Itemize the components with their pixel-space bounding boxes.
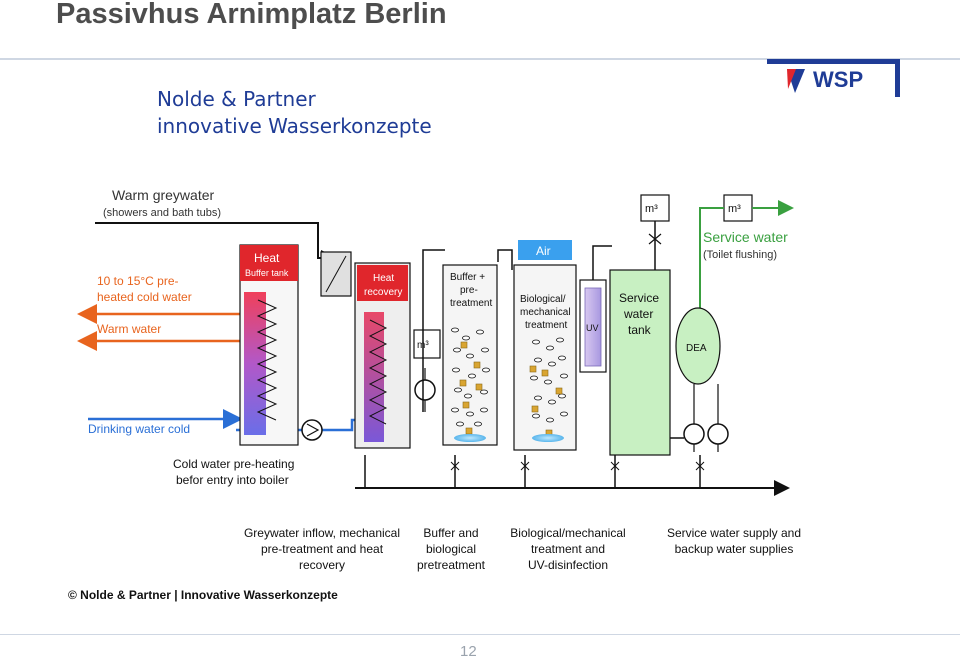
subtitle: Nolde & Partner innovative Wasserkonzept… xyxy=(157,86,432,140)
bio-label-3: treatment xyxy=(525,320,567,331)
bio-label-2: mechanical xyxy=(520,307,571,318)
stage-3-line-1: Biological/mechanical xyxy=(510,526,625,540)
page-number: 12 xyxy=(460,643,477,660)
buffer-label-2: pre- xyxy=(460,285,478,296)
pump-4-icon xyxy=(707,423,729,445)
stage-4-line-2: backup water supplies xyxy=(675,542,794,556)
logo-text: WSP xyxy=(813,67,863,92)
drain-risers xyxy=(364,455,701,488)
label-warm-greywater: Warm greywater xyxy=(112,187,215,203)
subtitle-line-2: innovative Wasserkonzepte xyxy=(157,114,432,138)
biological-tank xyxy=(513,264,577,451)
air-label: Air xyxy=(536,244,551,258)
heat-recovery-header xyxy=(357,265,408,301)
service-supply-line-a xyxy=(699,207,724,340)
label-preheated-1: 10 to 15°C pre- xyxy=(97,274,179,288)
stage-2-line-3: pretreatment xyxy=(417,558,486,572)
footer-copyright: © Nolde & Partner | Innovative Wasserkon… xyxy=(68,588,338,602)
heat-recovery-coil xyxy=(368,319,388,425)
bio-media xyxy=(530,337,568,423)
label-service-water: Service water xyxy=(703,229,788,245)
uv-lamp xyxy=(584,287,602,367)
stage-1-line-1: Greywater inflow, mechanical xyxy=(244,526,400,540)
meter-2-label: m³ xyxy=(645,203,658,215)
buffer-diffuser xyxy=(454,434,486,442)
subtitle-line-1: Nolde & Partner xyxy=(157,87,316,111)
meter-3 xyxy=(723,194,753,222)
label-cold-preheat-2: befor entry into boiler xyxy=(176,473,289,487)
label-drinking-water-cold: Drinking water cold xyxy=(88,422,190,436)
uv-label: UV xyxy=(586,323,599,333)
meter-1 xyxy=(413,329,441,359)
stage-3-line-3: UV-disinfection xyxy=(528,558,608,572)
uv-to-service-line xyxy=(592,245,612,280)
buffer-to-bio-line xyxy=(497,249,513,270)
heat-tank-coil xyxy=(256,299,278,421)
bio-diffuser xyxy=(532,434,564,442)
page-title: Passivhus Arnimplatz Berlin xyxy=(56,0,447,30)
footer-divider xyxy=(0,634,960,635)
label-preheated-2: heated cold water xyxy=(97,290,192,304)
buffer-feed-line xyxy=(422,249,445,412)
wsp-logo: WSP xyxy=(767,59,900,97)
stage-4-line-1: Service water supply and xyxy=(667,526,801,540)
bio-particles xyxy=(529,365,563,437)
bio-label-1: Biological/ xyxy=(520,294,566,305)
stage-1-line-2: pre-treatment and heat xyxy=(261,542,384,556)
pump-2-icon xyxy=(414,379,436,401)
heat-tank-gradient xyxy=(244,292,266,435)
stage-2-line-2: biological xyxy=(426,542,476,556)
buffer-label-3: treatment xyxy=(450,298,492,309)
heat-tank-label-2: Buffer tank xyxy=(245,268,289,278)
heat-recovery-label-1: Heat xyxy=(373,273,394,284)
heat-recovery-label-2: recovery xyxy=(364,287,402,298)
stage-2-line-1: Buffer and xyxy=(423,526,478,540)
service-tank-label-3: tank xyxy=(628,323,652,337)
buffer-particles xyxy=(459,341,483,435)
service-tank-label-2: water xyxy=(623,307,653,321)
air-box xyxy=(518,240,572,260)
service-water-tank xyxy=(609,269,671,456)
header-divider xyxy=(0,58,960,60)
buffer-media xyxy=(451,327,490,427)
label-greywater-sources: (showers and bath tubs) xyxy=(103,207,221,219)
dea-label: DEA xyxy=(686,343,707,354)
label-cold-preheat-1: Cold water pre-heating xyxy=(173,457,294,471)
valve-icon xyxy=(648,233,662,245)
heat-tank-header xyxy=(240,245,298,281)
stage-captions: Greywater inflow, mechanical pre-treatme… xyxy=(244,526,801,572)
meter-3-label: m³ xyxy=(728,203,741,215)
label-warm-water: Warm water xyxy=(97,322,161,336)
label-toilet-flushing: (Toilet flushing) xyxy=(703,249,777,261)
drain-valves xyxy=(450,461,705,471)
stage-1-line-3: recovery xyxy=(299,558,345,572)
dea-unit xyxy=(675,307,721,385)
heat-tank-label-1: Heat xyxy=(254,251,280,265)
pump-icon xyxy=(301,419,323,441)
pump-3-icon xyxy=(683,423,705,445)
heat-recovery-gradient xyxy=(364,312,384,442)
service-tank-label-1: Service xyxy=(619,291,659,305)
stage-3-line-2: treatment and xyxy=(531,542,605,556)
buffer-label-1: Buffer + xyxy=(450,272,485,283)
